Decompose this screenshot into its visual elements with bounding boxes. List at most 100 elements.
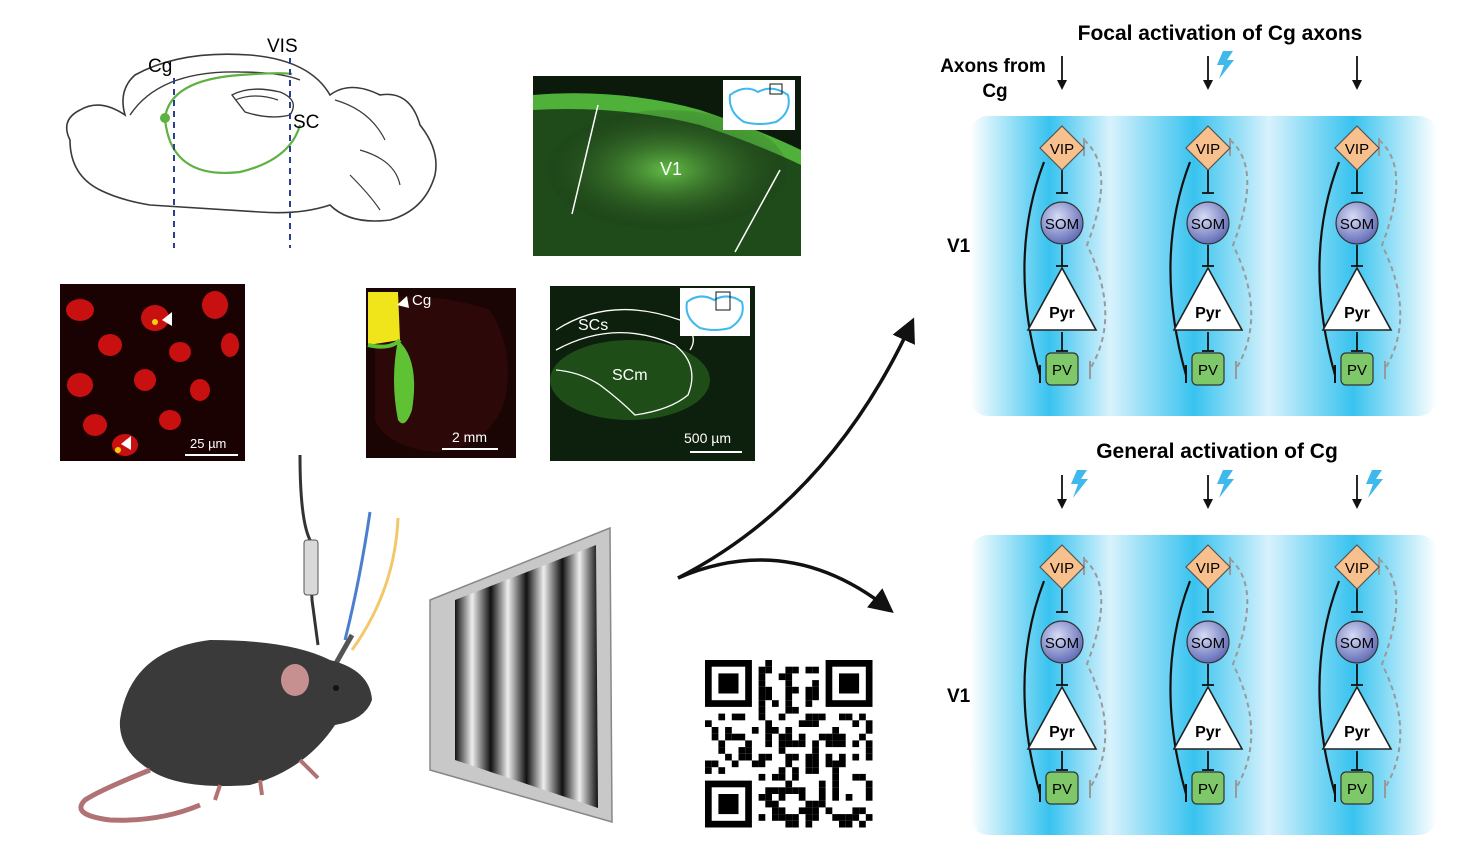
general-input-arrow-3: [1352, 475, 1362, 509]
som-neuron: SOM: [1186, 201, 1230, 245]
focal-input-arrow-2: [1203, 56, 1213, 90]
general-input-arrow-2: [1203, 475, 1213, 509]
retrograde-cells-micrograph: 25 µm: [60, 284, 245, 461]
scale-bar-25um: 25 µm: [190, 436, 226, 451]
pyr-neuron: Pyr: [1172, 685, 1244, 750]
cg-injection-label: Cg: [412, 292, 431, 309]
grating-screen-icon: [429, 526, 613, 823]
excitatory-arc: [1023, 580, 1046, 795]
dashed-inhibitory-arc: [1083, 139, 1107, 370]
pv-neuron: PV: [1191, 771, 1225, 805]
sc-section-micrograph: SCs SCm 500 µm: [550, 286, 755, 461]
cg-injection-micrograph: Cg 2 mm: [366, 288, 516, 458]
focal-input-label-line1: Axons from: [940, 56, 1046, 77]
excitatory-arc: [1318, 161, 1341, 376]
brain-label-cg: Cg: [148, 56, 172, 77]
vip-label: VIP: [1050, 141, 1074, 158]
som-neuron: SOM: [1335, 201, 1379, 245]
pyr-label: Pyr: [1344, 724, 1370, 741]
som-label: SOM: [1191, 216, 1225, 233]
coronal-inset-v1: [723, 80, 795, 130]
som-label: SOM: [1045, 216, 1079, 233]
pyr-label: Pyr: [1195, 724, 1221, 741]
brain-label-vis: VIS: [267, 36, 298, 57]
projection-to-vis: [163, 72, 293, 119]
pyr-neuron: Pyr: [1026, 685, 1098, 750]
general-light-stimulus-icon-2: [1217, 470, 1234, 498]
pyr-label: Pyr: [1049, 305, 1075, 322]
excitatory-arc: [1318, 580, 1341, 795]
vip-neuron: VIP: [1185, 544, 1231, 590]
pyr-label: Pyr: [1344, 305, 1370, 322]
dashed-inhibitory-arc: [1083, 558, 1107, 789]
pyr-neuron: Pyr: [1321, 685, 1393, 750]
focal-light-stimulus-icon-2: [1217, 51, 1234, 79]
scale-bar-500um: 500 µm: [684, 430, 731, 446]
general-panel-title: General activation of Cg: [1096, 440, 1338, 463]
som-neuron: SOM: [1335, 620, 1379, 664]
scm-label: SCm: [612, 367, 648, 384]
som-neuron: SOM: [1186, 620, 1230, 664]
general-light-stimulus-icon-1: [1071, 470, 1088, 498]
cg-soma-marker: [160, 113, 170, 123]
excitatory-arc: [1169, 161, 1192, 376]
vip-label: VIP: [1196, 560, 1220, 577]
som-label: SOM: [1340, 635, 1374, 652]
excitatory-arc: [1169, 580, 1192, 795]
dashed-inhibitory-arc: [1229, 558, 1253, 789]
mouse-icon: [78, 454, 400, 823]
vip-label: VIP: [1345, 560, 1369, 577]
vip-label: VIP: [1196, 141, 1220, 158]
focal-input-arrow-3: [1352, 56, 1362, 90]
pv-label: PV: [1052, 781, 1072, 798]
pv-label: PV: [1052, 362, 1072, 379]
pyr-neuron: Pyr: [1026, 266, 1098, 331]
pv-neuron: PV: [1191, 352, 1225, 386]
arrow-to-general-panel: [677, 558, 894, 614]
dashed-inhibitory-arc: [1229, 139, 1253, 370]
focal-input-label-line2: Cg: [982, 81, 1007, 102]
pv-neuron: PV: [1045, 352, 1079, 386]
general-area-label: V1: [947, 686, 971, 707]
general-activation-panel: General activation of Cg V1 VIPSOMPyrPVV…: [947, 440, 1437, 835]
pv-neuron: PV: [1340, 771, 1374, 805]
pv-neuron: PV: [1045, 771, 1079, 805]
som-label: SOM: [1191, 635, 1225, 652]
pyr-label: Pyr: [1195, 305, 1221, 322]
vip-label: VIP: [1345, 141, 1369, 158]
vip-neuron: VIP: [1185, 125, 1231, 171]
vip-label: VIP: [1050, 560, 1074, 577]
vip-neuron: VIP: [1039, 125, 1085, 171]
pv-label: PV: [1347, 362, 1367, 379]
dashed-inhibitory-arc: [1378, 139, 1402, 370]
focal-panel-title: Focal activation of Cg axons: [1078, 22, 1363, 45]
brain-sagittal-schematic: Cg VIS SC: [65, 36, 437, 248]
pv-neuron: PV: [1340, 352, 1374, 386]
focal-input-arrow-1: [1057, 56, 1067, 90]
general-light-stimulus-icon-3: [1366, 470, 1383, 498]
focal-area-label: V1: [947, 236, 971, 257]
vip-neuron: VIP: [1334, 544, 1380, 590]
som-label: SOM: [1340, 216, 1374, 233]
som-neuron: SOM: [1040, 201, 1084, 245]
projection-to-sc: [163, 117, 302, 174]
v1-area-label: V1: [660, 159, 682, 179]
pv-label: PV: [1347, 781, 1367, 798]
vip-neuron: VIP: [1039, 544, 1085, 590]
pv-label: PV: [1198, 362, 1218, 379]
arrow-to-focal-panel: [677, 317, 915, 580]
vip-neuron: VIP: [1334, 125, 1380, 171]
pyr-neuron: Pyr: [1172, 266, 1244, 331]
v1-section-micrograph: V1: [533, 76, 801, 256]
qr-code-icon: [705, 660, 873, 828]
focal-activation-panel: Focal activation of Cg axons Axons from …: [940, 22, 1437, 416]
excitatory-arc: [1023, 161, 1046, 376]
pyr-label: Pyr: [1049, 724, 1075, 741]
